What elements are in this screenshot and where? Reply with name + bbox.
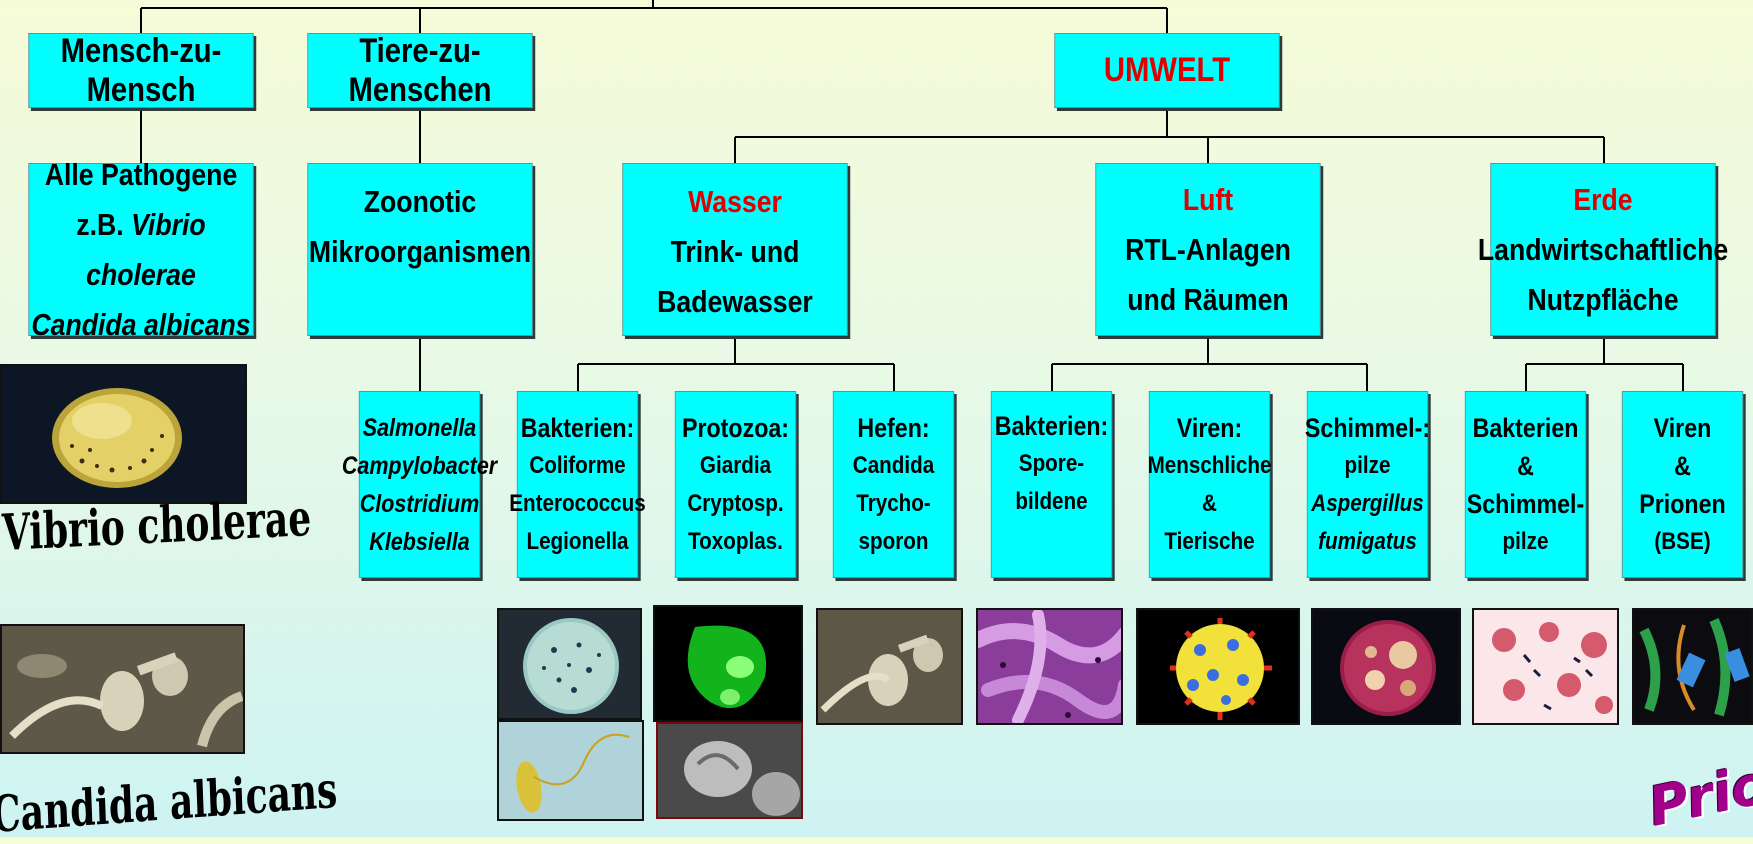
coliform-plate-image <box>497 608 642 720</box>
line: Klebsiella <box>369 523 469 561</box>
line: fumigatus <box>1318 523 1417 561</box>
line: Toxoplas. <box>688 523 783 561</box>
line: Candida albicans <box>31 300 250 350</box>
candida-sem-image <box>0 624 245 754</box>
line: Viren: <box>1177 409 1242 447</box>
candida-hyphae-image <box>816 608 963 725</box>
prefix: z.B. <box>76 207 123 242</box>
line: Nutzpfläche <box>1527 275 1678 325</box>
line: Bakterien: <box>995 407 1109 445</box>
legionella-flagellum-image <box>497 720 644 821</box>
node-luft-schimmel: Schimmel-: pilze Aspergillus fumigatus <box>1307 391 1428 578</box>
node-wasser-protozoa: Protozoa: Giardia Cryptosp. Toxoplas. <box>675 391 796 578</box>
node-wasser: Wasser Trink- und Badewasser <box>622 163 847 336</box>
line: Legionella <box>526 523 628 561</box>
virus-model-image <box>1136 608 1300 725</box>
line: Bakterien: <box>521 409 635 447</box>
node-erde-viren: Viren & Prionen (BSE) <box>1622 391 1743 578</box>
node-alle-pathogene: Alle Pathogene z.B. Vibrio cholerae Cand… <box>28 163 253 336</box>
line: Prionen <box>1639 485 1725 523</box>
line: Aspergillus <box>1311 485 1423 523</box>
line: sporon <box>859 523 929 561</box>
line: Schimmel-: <box>1305 409 1430 447</box>
node-luft: Luft RTL-Anlagen und Räumen <box>1095 163 1320 336</box>
line: & <box>1517 447 1534 485</box>
node-luft-viren: Viren: Menschliche & Tierische <box>1149 391 1270 578</box>
line: Alle Pathogene <box>45 150 238 200</box>
line: Coliforme <box>529 447 625 485</box>
node-wasser-hefen: Hefen: Candida Trycho- sporon <box>833 391 954 578</box>
line: pilze <box>1503 523 1549 561</box>
line: Giardia <box>700 447 771 485</box>
node-wasser-bakterien: Bakterien: Coliforme Enterococcus Legion… <box>517 391 638 578</box>
line: Clostridium <box>360 485 479 523</box>
line: Mikroorganismen <box>309 227 531 277</box>
line: & <box>1674 447 1691 485</box>
prion-protein-model-image <box>1632 608 1753 725</box>
line: Cryptosp. <box>687 485 783 523</box>
line: Protozoa: <box>682 409 789 447</box>
line: und Räumen <box>1127 275 1288 325</box>
line: Menschliche <box>1148 447 1272 485</box>
line: Schimmel- <box>1467 485 1584 523</box>
line: & <box>1202 485 1217 523</box>
node-luft-bakterien: Bakterien: Spore- bildene <box>991 391 1112 578</box>
line: Wasser <box>688 177 782 227</box>
node-zoonotic-species: Salmonella Campylobacter Clostridium Kle… <box>359 391 480 578</box>
cryptosporidium-sem-image <box>656 722 803 819</box>
giardia-fluorescence-image <box>653 605 803 722</box>
line: Luft <box>1183 175 1233 225</box>
line: Tierische <box>1164 523 1254 561</box>
aspergillus-plate-image <box>1311 608 1461 725</box>
spore-bacteria-sem-image <box>976 608 1123 725</box>
line: RTL-Anlagen <box>1125 225 1291 275</box>
node-erde: Erde Landwirtschaftliche Nutzpfläche <box>1490 163 1715 336</box>
line: Salmonella <box>363 409 477 447</box>
line: Enterococcus <box>509 485 645 523</box>
line: Candida <box>853 447 934 485</box>
line: Landwirtschaftliche <box>1478 225 1728 275</box>
line: Bakterien <box>1473 409 1579 447</box>
node-tiere-zu-menschen: Tiere-zu-Menschen <box>307 33 532 108</box>
bacteria-tissue-stain-image <box>1472 608 1619 725</box>
line: Trycho- <box>856 485 931 523</box>
line: Viren <box>1654 409 1712 447</box>
node-mensch-zu-mensch: Mensch-zu-Mensch <box>28 33 253 108</box>
node-zoonotic: Zoonotic Mikroorganismen <box>307 163 532 336</box>
line: Campylobacter <box>342 447 497 485</box>
line: Hefen: <box>857 409 929 447</box>
node-label: Tiere-zu-Menschen <box>308 32 532 110</box>
line: (BSE) <box>1654 523 1710 561</box>
line: Trink- und Badewasser <box>623 227 847 327</box>
node-erde-bakterien: Bakterien & Schimmel- pilze <box>1465 391 1586 578</box>
vibrio-colony-plate-image <box>0 364 247 504</box>
line: Spore- <box>1019 445 1084 483</box>
line: Erde <box>1573 175 1632 225</box>
node-label: Mensch-zu-Mensch <box>29 32 253 110</box>
line: pilze <box>1345 447 1391 485</box>
node-label: UMWELT <box>1104 51 1230 90</box>
line: z.B. Vibrio cholerae <box>29 200 253 300</box>
line: Zoonotic <box>364 177 477 227</box>
node-umwelt: UMWELT <box>1054 33 1279 108</box>
line: bildene <box>1015 483 1087 521</box>
